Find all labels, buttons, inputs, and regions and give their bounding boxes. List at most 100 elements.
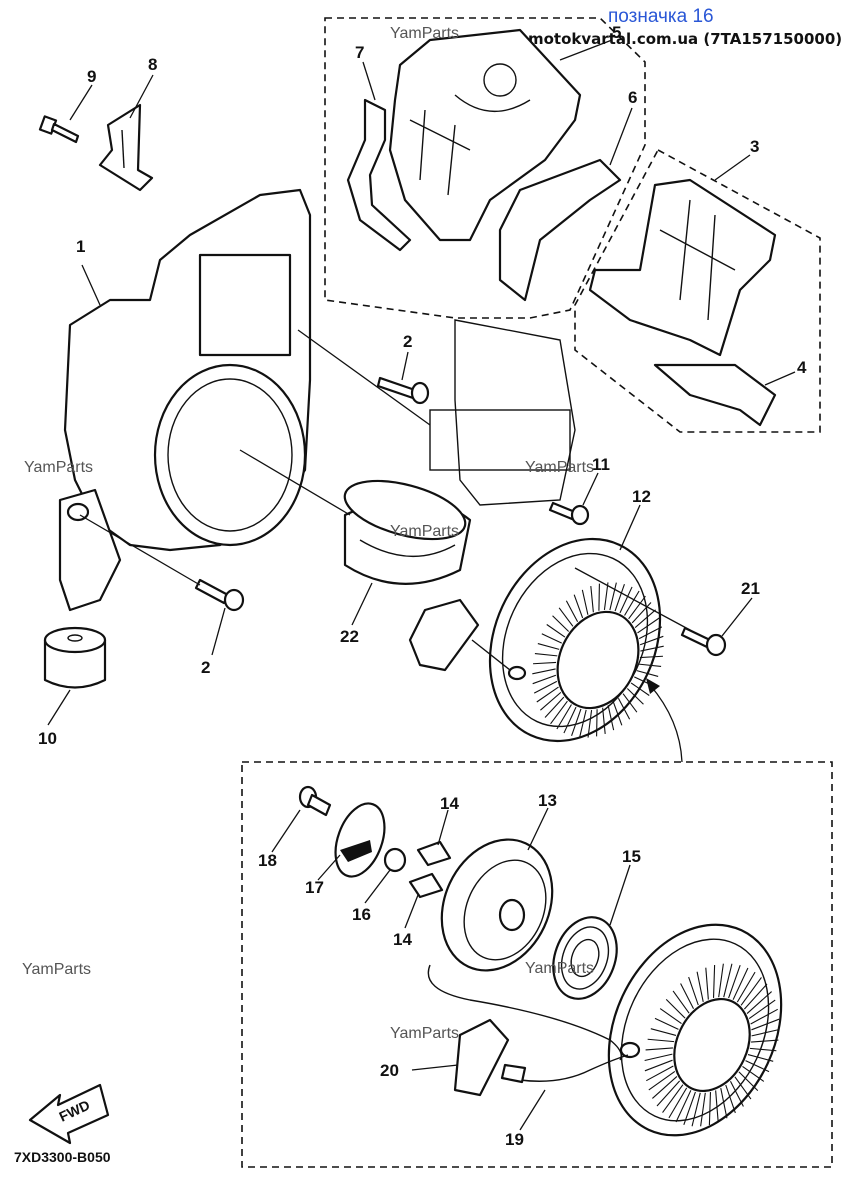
cooling-fin: [700, 1092, 706, 1127]
cooling-fin: [639, 655, 663, 659]
cooling-fin: [708, 1092, 712, 1126]
watermarks: YamParts YamParts YamParts YamParts YamP…: [22, 25, 594, 1042]
cooling-fin: [556, 704, 572, 730]
label-part-4: 4: [797, 358, 807, 377]
cooling-fin: [644, 1053, 673, 1062]
detail-arrow: [649, 684, 683, 763]
watermark: YamParts: [390, 1025, 459, 1042]
cooling-fin: [619, 586, 633, 614]
cooling-fin: [563, 706, 577, 734]
cooling-fin: [645, 1047, 673, 1051]
group-box-top-shroud: [324, 17, 646, 319]
cooling-fin: [532, 668, 556, 675]
cooling-fin: [725, 1084, 736, 1114]
cooling-fin: [705, 967, 709, 1000]
header-title: позначка 16: [608, 6, 714, 27]
cooling-fin: [656, 1080, 681, 1107]
cooling-fin: [729, 1080, 744, 1107]
cooling-fin: [650, 1028, 677, 1036]
cooling-fin: [749, 1047, 777, 1052]
cooling-fin: [743, 983, 768, 1010]
label-part-13: 13: [538, 791, 557, 810]
leader-lines: [47, 39, 796, 1131]
cooling-fin: [628, 595, 646, 620]
cooling-fin: [550, 700, 568, 725]
part-6-shroud-cover: [498, 158, 622, 302]
cooling-fin: [652, 1076, 678, 1099]
part-17-ratchet: [334, 802, 386, 878]
cooling-fin: [747, 1054, 774, 1062]
part-22-pulley: [343, 479, 472, 585]
engine-block-outline: [429, 319, 576, 506]
cooling-fin: [587, 709, 593, 738]
cooling-fin: [740, 977, 762, 1006]
cooling-fin: [723, 963, 733, 998]
cooling-fin: [742, 1065, 765, 1082]
cooling-fin: [533, 680, 558, 694]
part-14-pawl-upper: [416, 840, 452, 867]
cooling-fin: [540, 691, 562, 711]
cooling-fin: [751, 1028, 780, 1037]
cooling-fin: [728, 964, 741, 999]
label-part-12: 12: [632, 487, 651, 506]
watermark: YamParts: [525, 459, 594, 476]
group-box-cover-plate: [574, 148, 821, 433]
part-5-top-shroud: [388, 28, 582, 242]
cooling-fin: [622, 693, 638, 713]
cooling-fin: [696, 971, 704, 1003]
label-part-21: 21: [741, 579, 760, 598]
cooling-fin: [738, 1071, 759, 1092]
part-4-plate-piece: [653, 363, 777, 427]
cooling-fin: [736, 971, 756, 1003]
label-part-20: 20: [380, 1061, 399, 1080]
label-part-18: 18: [258, 851, 277, 870]
cooling-fin: [683, 1091, 696, 1126]
label-part-5: 5: [612, 23, 621, 42]
cooling-fin: [648, 1070, 676, 1091]
part-14-pawl-lower: [408, 872, 444, 899]
cooling-fin: [646, 1065, 674, 1082]
part-21-bolt: [680, 626, 727, 657]
part-16-ring: [383, 847, 407, 873]
cooling-fin: [688, 976, 699, 1006]
part-8-bracket: [98, 103, 154, 192]
cooling-fin: [751, 1039, 779, 1043]
cooling-fin: [644, 1059, 673, 1072]
cooling-fin: [537, 643, 560, 650]
cooling-fin: [746, 991, 772, 1014]
group-box-starter-detail: [241, 761, 833, 1168]
watermark: YamParts: [390, 25, 459, 42]
cooling-fin: [546, 624, 566, 638]
cooling-fin: [565, 600, 579, 623]
label-part-6: 6: [628, 88, 637, 107]
cooling-fin: [573, 594, 584, 619]
cooling-fin: [720, 1087, 728, 1119]
label-part-15: 15: [622, 847, 641, 866]
cooling-fin: [680, 983, 695, 1010]
cooling-fin: [751, 1018, 780, 1031]
part-13-reel: [440, 838, 554, 972]
part-1-fan-housing: [58, 188, 312, 612]
part-10-damper: [43, 626, 107, 689]
label-part-22: 22: [340, 627, 359, 646]
cooling-fin: [638, 626, 663, 640]
label-part-19: 19: [505, 1130, 524, 1149]
cooling-fin: [544, 696, 565, 718]
label-part-14-upper: 14: [440, 794, 459, 813]
label-part-3: 3: [750, 137, 759, 156]
cooling-fin: [715, 1090, 719, 1123]
detail-arrow-head: [646, 678, 660, 694]
cooling-fin: [617, 697, 631, 720]
watermark: YamParts: [22, 961, 91, 978]
cooling-fin: [581, 589, 589, 615]
label-part-2-lower: 2: [201, 658, 210, 677]
cooling-fin: [636, 670, 659, 677]
part-11-bolt: [548, 501, 590, 526]
cooling-fin: [609, 582, 617, 611]
cooling-fin: [654, 1017, 679, 1030]
cooling-fin: [571, 708, 582, 737]
watermark: YamParts: [24, 459, 93, 476]
label-part-16: 16: [352, 905, 371, 924]
header-subtitle: motokvartal.com.ua (7TA157150000): [528, 30, 842, 48]
cooling-fin: [750, 1008, 778, 1025]
